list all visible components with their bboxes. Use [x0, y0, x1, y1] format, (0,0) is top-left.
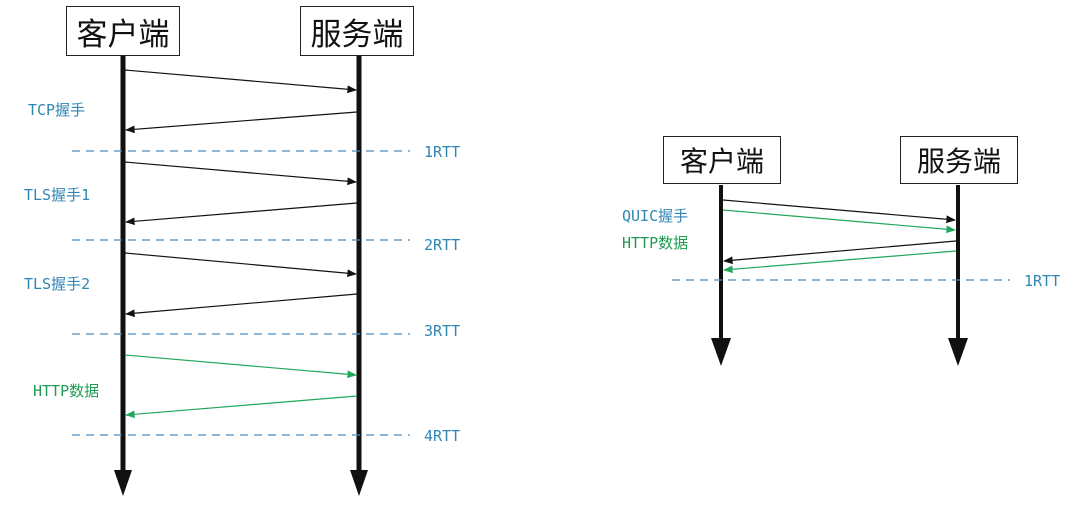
left-client-box: 客户端	[66, 6, 180, 56]
left-msg-http-request	[124, 354, 357, 379]
left-msg-tls2-request	[124, 252, 357, 278]
left-server-lifeline-arrowhead	[350, 470, 368, 496]
left-rtt-label-4: 4RTT	[424, 427, 461, 445]
right-server-box: 服务端	[900, 136, 1018, 184]
right-label-quic: QUIC握手	[622, 207, 689, 225]
left-server-label: 服务端	[310, 16, 404, 53]
left-phase-label-tls2: TLS握手2	[24, 275, 91, 293]
right-rtt-label-1: 1RTT	[1024, 272, 1061, 290]
left-rtt-label-3: 3RTT	[424, 322, 461, 340]
right-msg-http-request	[722, 209, 956, 234]
right-msg-quic-request	[722, 199, 956, 224]
right-client-label: 客户端	[679, 145, 764, 178]
left-phase-label-http: HTTP数据	[33, 382, 100, 400]
left-rtt-label-2: 2RTT	[424, 236, 461, 254]
left-client-lifeline-arrowhead	[114, 470, 132, 496]
right-label-http: HTTP数据	[622, 234, 689, 252]
right-msg-http-response	[723, 250, 957, 274]
left-msg-tcp-request	[124, 69, 357, 94]
right-server-lifeline-arrowhead	[948, 338, 968, 366]
left-msg-tls1-request	[124, 161, 357, 186]
left-msg-tcp-response	[125, 111, 358, 134]
left-msg-http-response	[125, 395, 358, 419]
left-rtt-label-1: 1RTT	[424, 143, 461, 161]
left-client-label: 客户端	[76, 16, 170, 53]
left-phase-label-tcp: TCP握手	[28, 101, 86, 119]
right-client-lifeline-arrowhead	[711, 338, 731, 366]
left-server-box: 服务端	[300, 6, 414, 56]
left-msg-tls1-response	[125, 202, 358, 226]
left-phase-label-tls1: TLS握手1	[24, 186, 91, 204]
right-client-box: 客户端	[663, 136, 781, 184]
left-msg-tls2-response	[125, 293, 358, 318]
right-server-label: 服务端	[916, 145, 1001, 178]
right-msg-quic-response	[723, 240, 957, 265]
